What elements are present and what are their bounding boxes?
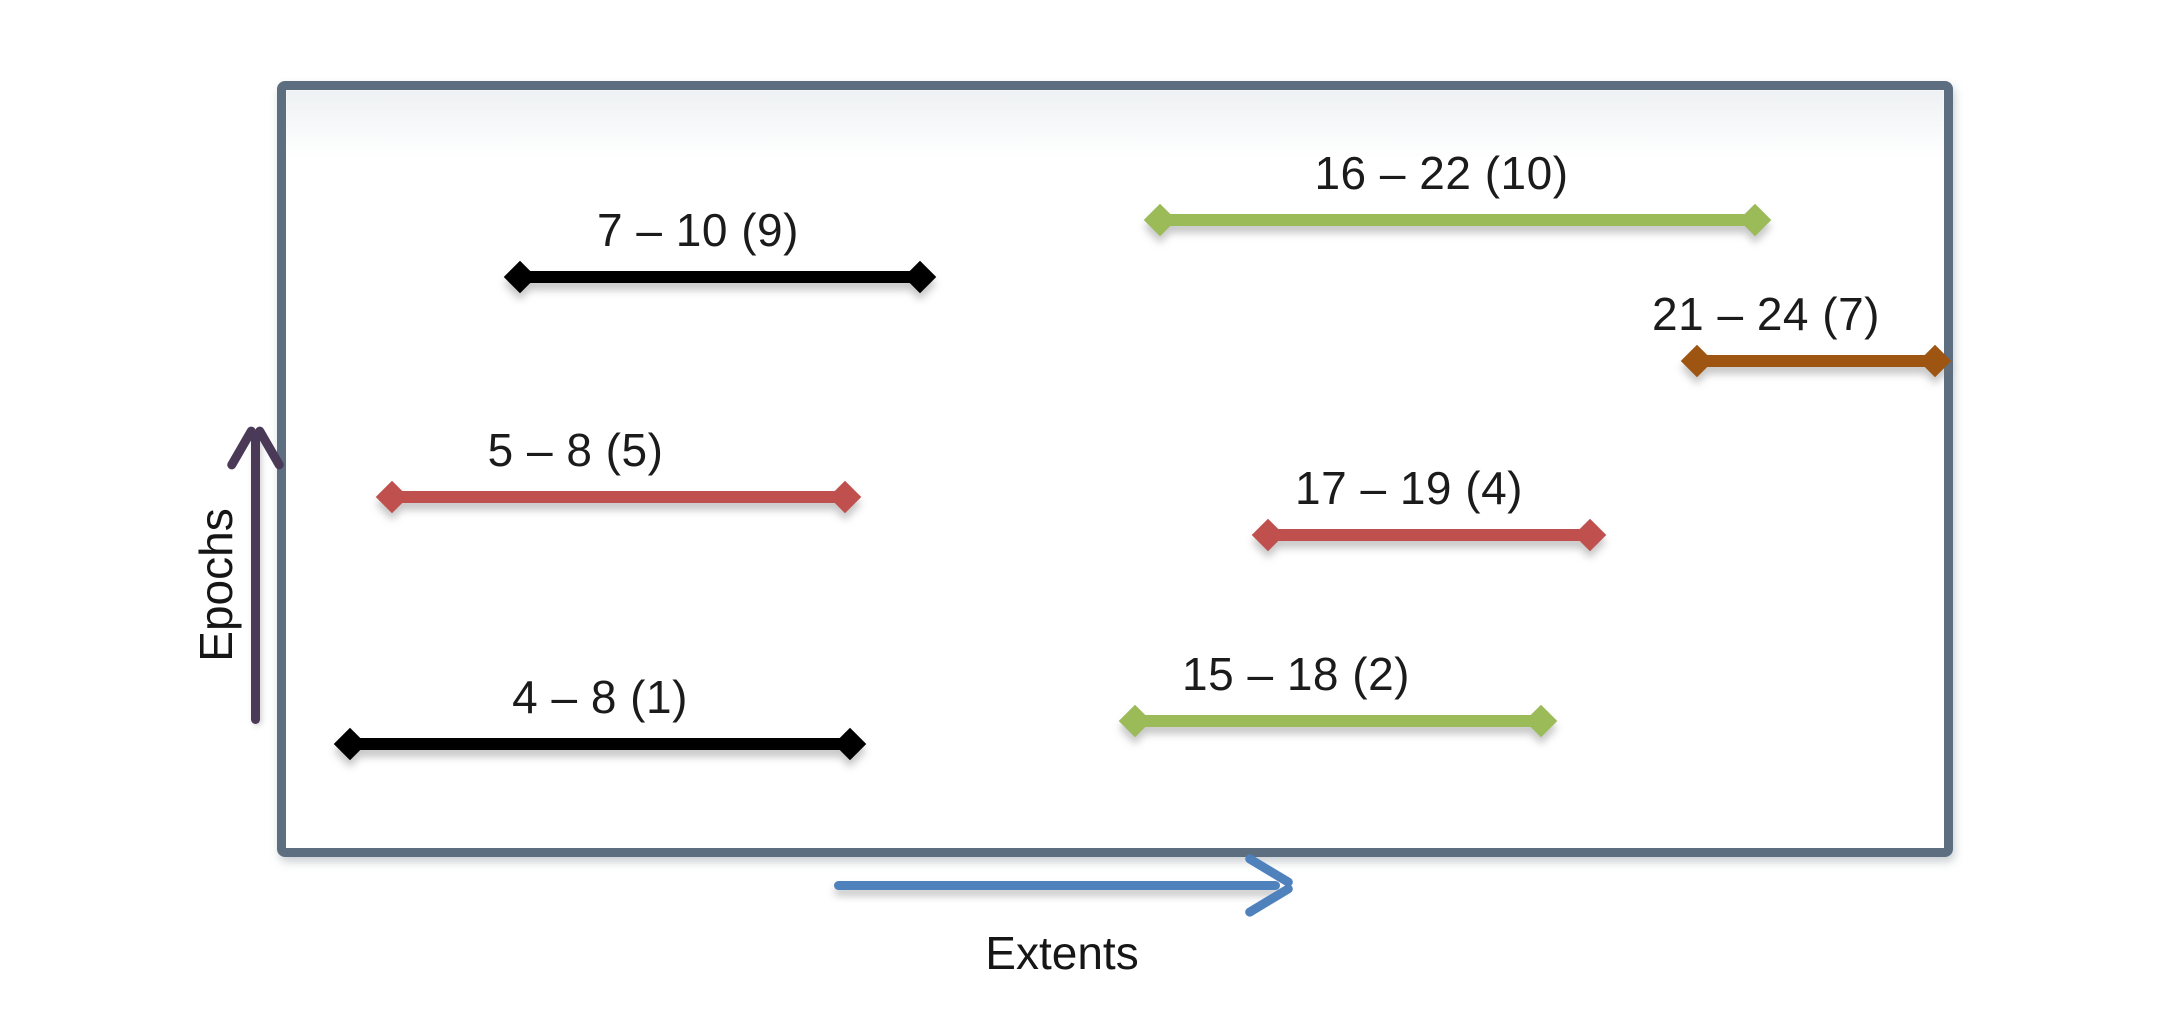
interval-line [1160,214,1755,226]
extents-arrowhead-lower-barb [1243,882,1295,919]
extents-axis-label: Extents [985,927,1139,979]
interval-label: 5 – 8 (5) [487,424,664,476]
interval-label: 7 – 10 (9) [597,204,799,256]
interval-line [520,271,920,283]
extents-arrow-shaft [834,881,1280,890]
epochs-arrow-shaft [251,432,260,724]
interval-label: 4 – 8 (1) [512,671,688,723]
interval-line [1697,355,1935,367]
epochs-axis-label: Epochs [190,508,242,662]
interval-label: 21 – 24 (7) [1652,288,1880,340]
interval-line [1135,715,1541,727]
interval-label: 17 – 19 (4) [1295,462,1523,514]
interval-label: 16 – 22 (10) [1314,147,1569,199]
diagram-frame [277,81,1953,857]
interval-label: 15 – 18 (2) [1182,648,1410,700]
interval-line [350,738,850,750]
interval-line [1268,529,1590,541]
interval-line [392,491,845,503]
extents-arrowhead-upper-barb [1243,852,1295,889]
